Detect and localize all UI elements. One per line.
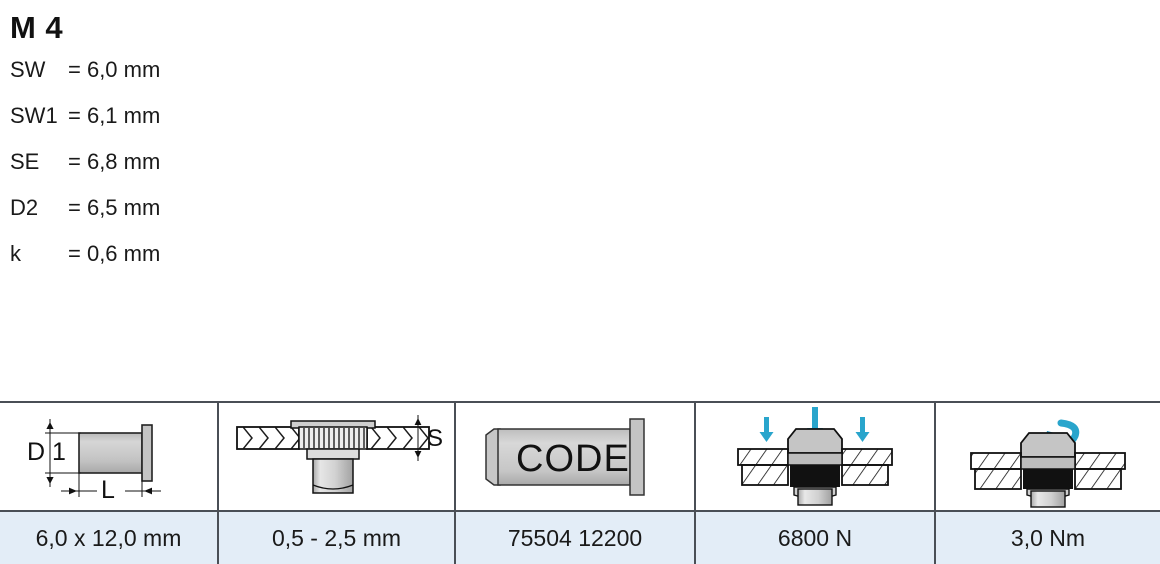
spec-value: = 6,8 mm (68, 149, 161, 174)
value-code-number: 75504 12200 (456, 512, 696, 564)
spec-value: = 6,5 mm (68, 195, 161, 220)
spec-label: SW1 (10, 103, 58, 128)
code-text: CODE (516, 438, 630, 480)
table-row-values: 6,0 x 12,0 mm 0,5 - 2,5 mm 75504 12200 6… (0, 510, 1160, 564)
tightening-torque-drawing (970, 419, 1126, 508)
spec-label: SW (10, 57, 46, 82)
spec-value: = 6,1 mm (68, 103, 161, 128)
spec-row: D2 = 6,5 mm (10, 195, 1160, 241)
code-marking-drawing: CODE (485, 417, 645, 496)
sheet-thickness-drawing: S (235, 414, 443, 494)
pull-out-force-drawing (737, 406, 893, 506)
spec-value: = 0,6 mm (68, 241, 161, 266)
value-rivet-dimensions: 6,0 x 12,0 mm (0, 512, 219, 564)
rivet-dimensions-drawing: D 1 L (27, 418, 161, 504)
cell-rivet-dimensions: D 1 L (0, 403, 219, 510)
dimension-label-s: S (427, 425, 443, 452)
table-row-figures: D 1 L (0, 403, 1160, 510)
cell-sheet-thickness: S (219, 403, 456, 510)
dimension-label-d1: D 1 (27, 438, 66, 466)
cell-code-marking: CODE (456, 403, 696, 510)
spec-row: SE = 6,8 mm (10, 149, 1160, 195)
spec-row: k = 0,6 mm (10, 241, 1160, 287)
specification-block: M 4 SW = 6,0 mm SW1 = 6,1 mm SE = 6,8 mm… (10, 10, 1160, 287)
cell-tightening-torque (936, 403, 1160, 510)
page-title: M 4 (10, 10, 64, 45)
spec-label: D2 (10, 195, 39, 220)
value-sheet-thickness: 0,5 - 2,5 mm (219, 512, 456, 564)
value-pull-out-force: 6800 N (696, 512, 936, 564)
dimension-label-l: L (101, 476, 115, 504)
spec-label: SE (10, 149, 40, 174)
cell-pull-out-force (696, 403, 936, 510)
spec-row: SW = 6,0 mm (10, 57, 1160, 103)
spec-label: k (10, 241, 21, 266)
properties-table: D 1 L (0, 401, 1160, 564)
spec-row: SW1 = 6,1 mm (10, 103, 1160, 149)
value-tightening-torque: 3,0 Nm (1010, 524, 1086, 551)
spec-value: = 6,0 mm (68, 57, 161, 82)
